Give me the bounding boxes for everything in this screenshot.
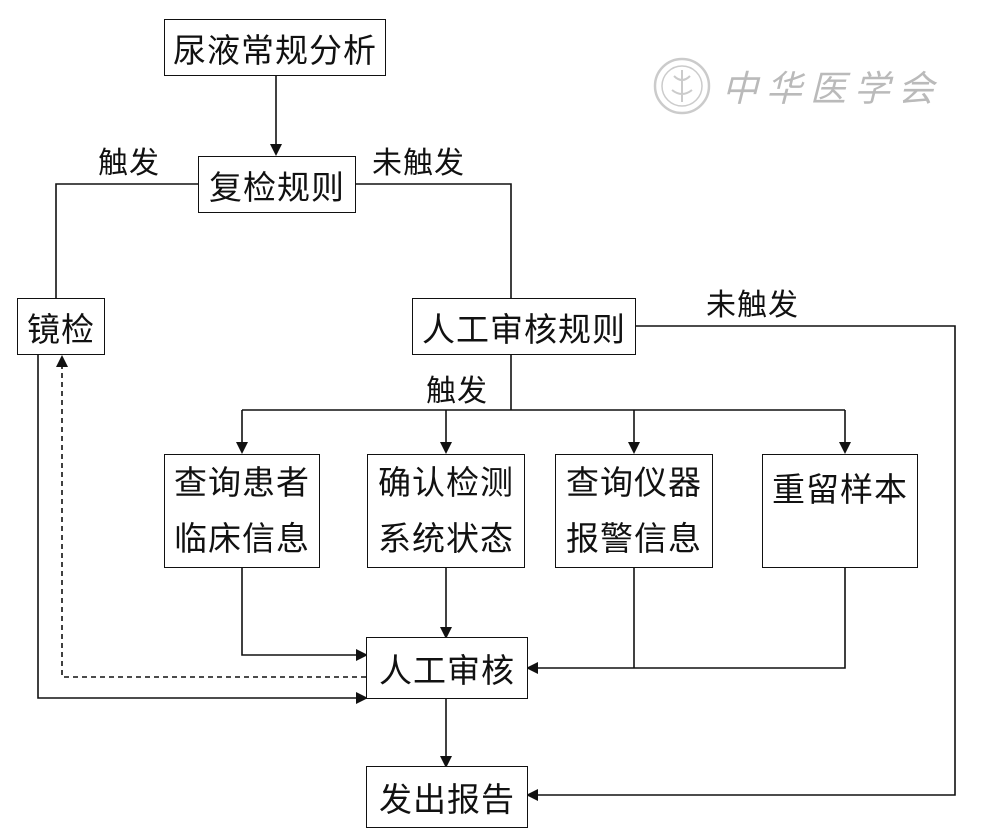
node-confirm-system-status: 确认检测 系统状态	[367, 454, 525, 568]
node-query-patient-line2: 临床信息	[174, 519, 310, 558]
edge-microscopy-to-review	[37, 355, 368, 704]
label-not-triggered-top: 未触发	[372, 146, 465, 181]
node-manual-review: 人工审核	[366, 637, 528, 699]
edge-query-patient-to-review	[241, 568, 368, 661]
node-query-instrument-alarm: 查询仪器 报警信息	[555, 454, 713, 568]
label-not-triggered-right: 未触发	[706, 288, 799, 323]
node-recheck-rules: 复检规则	[198, 156, 356, 213]
watermark-text: 中华医学会	[722, 69, 943, 110]
node-query-patient-line1: 查询患者	[174, 463, 310, 502]
edge-recheck-to-microscopy	[55, 183, 198, 298]
node-confirm-system-line1: 确认检测	[378, 463, 514, 502]
node-retain-sample: 重留样本	[762, 454, 918, 568]
label-triggered-bottom: 触发	[426, 374, 488, 409]
node-issue-report: 发出报告	[366, 766, 528, 828]
edge-review-to-microscopy-dashed	[56, 355, 366, 678]
node-microscopy: 镜检	[17, 298, 105, 355]
edge-manual-rules-to-report	[526, 325, 956, 801]
node-query-alarm-line1: 查询仪器	[566, 463, 702, 502]
watermark: 中华医学会	[652, 56, 942, 116]
node-confirm-system-line2: 系统状态	[378, 519, 514, 558]
node-query-alarm-line2: 报警信息	[566, 519, 702, 558]
node-query-patient-info: 查询患者 临床信息	[164, 454, 320, 568]
node-urine-analysis: 尿液常规分析	[164, 19, 386, 76]
society-seal-icon	[653, 57, 711, 115]
edge-recheck-to-manual-rules	[356, 183, 512, 298]
node-manual-review-rules: 人工审核规则	[412, 298, 636, 355]
edge-retain-sample-to-review	[526, 568, 846, 674]
label-triggered-left: 触发	[98, 146, 160, 181]
